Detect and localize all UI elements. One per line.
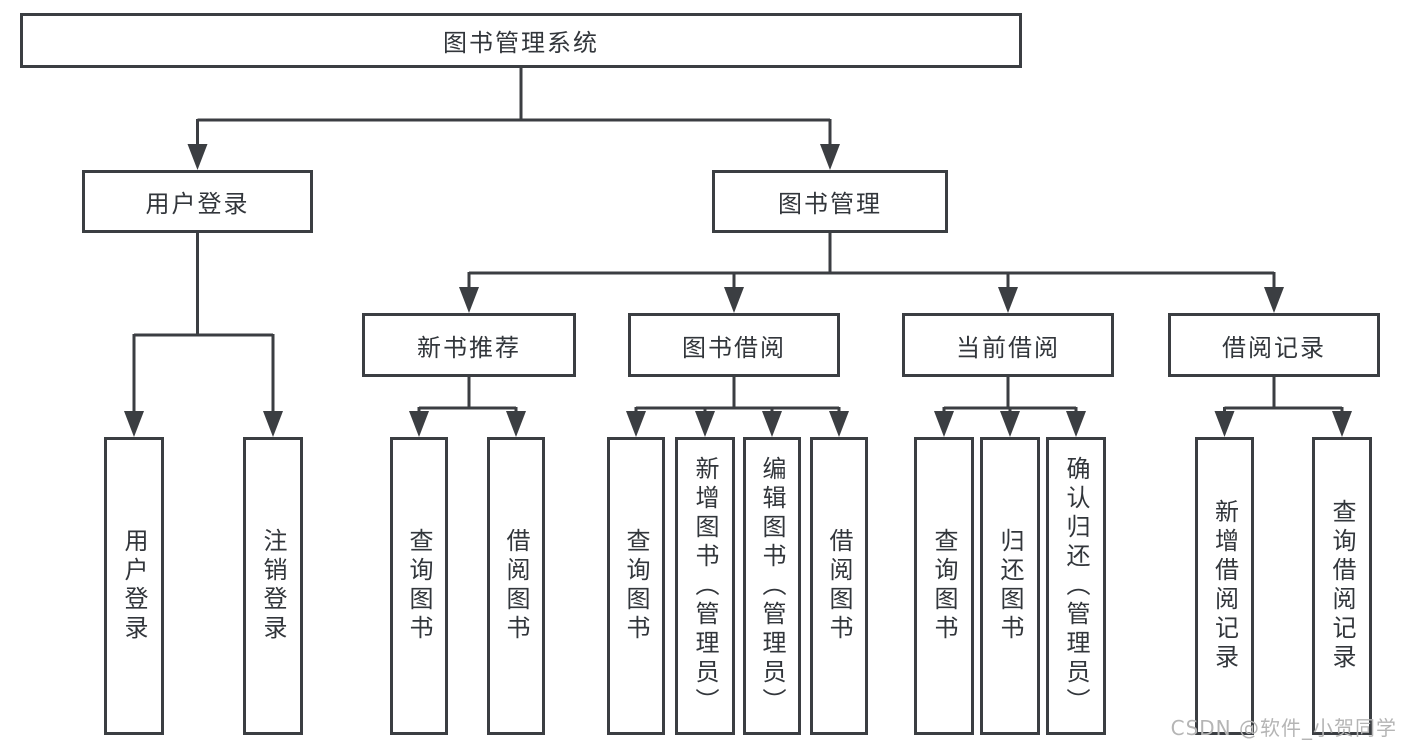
leaf-confirm-return-admin: 确认归还（管理员） <box>1046 437 1106 735</box>
leaf-add-borrow-record: 新增借阅记录 <box>1195 437 1254 735</box>
leaf-query-books-current: 查询图书 <box>914 437 974 735</box>
leaf-query-borrow-record: 查询借阅记录 <box>1312 437 1372 735</box>
leaf-borrow-books-newrec: 借阅图书 <box>487 437 545 735</box>
leaf-edit-books-admin: 编辑图书（管理员） <box>743 437 801 735</box>
leaf-logout: 注销登录 <box>243 437 303 735</box>
csdn-watermark: CSDN @软件_小贺同学 <box>1170 716 1397 740</box>
node-book-management: 图书管理 <box>712 170 948 233</box>
node-book-borrowing: 图书借阅 <box>628 313 840 377</box>
leaf-user-login: 用户登录 <box>104 437 164 735</box>
leaf-borrow-books: 借阅图书 <box>810 437 868 735</box>
node-new-book-recommendation: 新书推荐 <box>362 313 576 377</box>
connector-userlogin-to-leaves <box>124 233 283 437</box>
leaf-query-books-newrec: 查询图书 <box>390 437 448 735</box>
connector-current-to-leaves <box>934 377 1086 437</box>
node-current-borrowing: 当前借阅 <box>902 313 1114 377</box>
connector-root-to-level2 <box>187 68 840 170</box>
node-user-login: 用户登录 <box>82 170 313 233</box>
connector-records-to-leaves <box>1214 377 1352 437</box>
leaf-return-books: 归还图书 <box>980 437 1040 735</box>
node-library-management-system: 图书管理系统 <box>20 13 1022 68</box>
connector-newrec-to-leaves <box>409 377 526 437</box>
node-borrowing-records: 借阅记录 <box>1168 313 1380 377</box>
connector-borrow-to-leaves <box>626 377 849 437</box>
connector-bookmgmt-to-level3 <box>459 233 1284 313</box>
leaf-query-books-borrow: 查询图书 <box>607 437 665 735</box>
leaf-add-books-admin: 新增图书（管理员） <box>675 437 735 735</box>
